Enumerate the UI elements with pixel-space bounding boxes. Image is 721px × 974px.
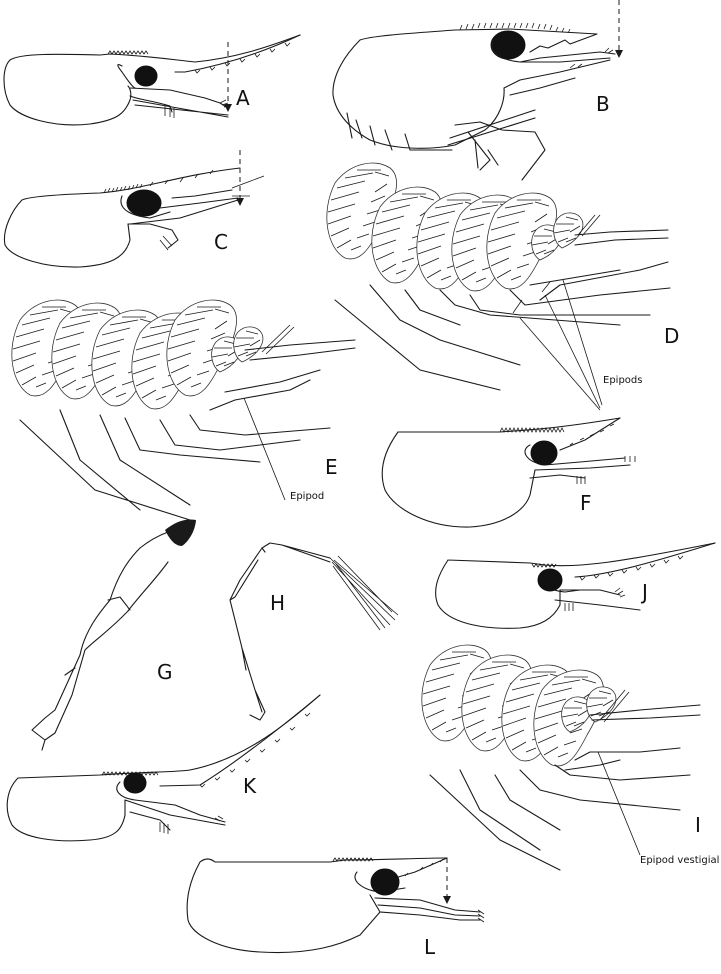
panel-label-b: B [596,92,610,116]
panel-h-drawing [229,542,399,721]
panel-j-drawing [435,542,716,629]
panel-l-drawing [186,857,485,954]
panel-f-drawing [381,417,636,528]
panel-k-drawing [6,694,321,842]
panel-label-i: I [695,813,701,837]
panel-label-f: F [580,491,592,515]
annotation-epipods: Epipods [603,375,643,386]
panel-label-j: J [642,580,648,604]
panel-a-drawing [3,34,301,126]
panel-label-l: L [424,935,436,959]
panel-d-drawing [326,162,671,411]
panel-g-drawing [31,519,196,751]
panel-i-drawing [421,644,701,871]
annotation-epipod-vestigial: Epipod vestigial [640,855,720,866]
panel-label-g: G [157,660,173,684]
annotation-epipod: Epipod [290,491,325,502]
panel-e-drawing [11,299,356,521]
panel-label-c: C [214,230,228,254]
panel-label-h: H [270,591,286,615]
panel-label-k: K [243,774,257,798]
panel-label-a: A [236,86,250,110]
panel-label-d: D [664,324,680,348]
panel-b-drawing [332,0,623,181]
panel-c-drawing [3,150,265,268]
panel-label-e: E [325,455,338,479]
